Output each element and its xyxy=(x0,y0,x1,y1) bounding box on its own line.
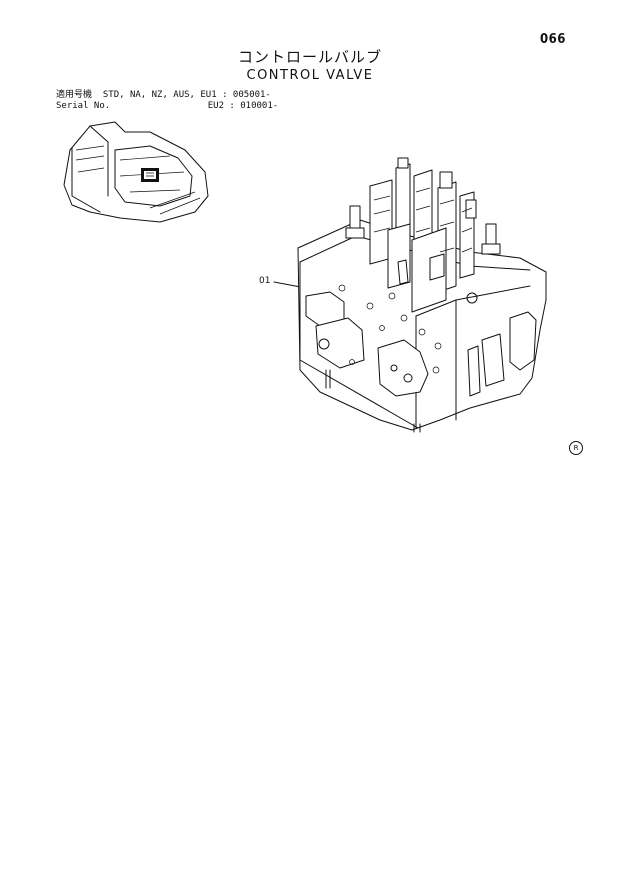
page-title-english: CONTROL VALVE xyxy=(246,68,374,83)
excavator-locator-icon xyxy=(63,121,209,223)
serial-models-eu2: EU2 : 010001- xyxy=(207,101,279,111)
serial-label-en: Serial No. xyxy=(56,101,111,111)
serial-models-eu1: STD, NA, NZ, AUS, EU1 : 005001- xyxy=(102,90,271,100)
control-valve-drawing xyxy=(297,157,547,433)
serial-row-eu2: Serial No. EU2 : 010001- xyxy=(56,101,278,112)
serial-row-eu1: 適用号機 STD, NA, NZ, AUS, EU1 : 005001- xyxy=(56,90,278,101)
callout-label-01: 01 xyxy=(259,276,271,286)
serial-label-jp: 適用号機 xyxy=(56,90,93,100)
page-number: 066 xyxy=(540,32,566,47)
page-title-japanese: コントロールバルブ xyxy=(237,48,382,66)
serial-applicability: 適用号機 STD, NA, NZ, AUS, EU1 : 005001- Ser… xyxy=(56,90,278,112)
registered-mark: R xyxy=(569,441,583,455)
